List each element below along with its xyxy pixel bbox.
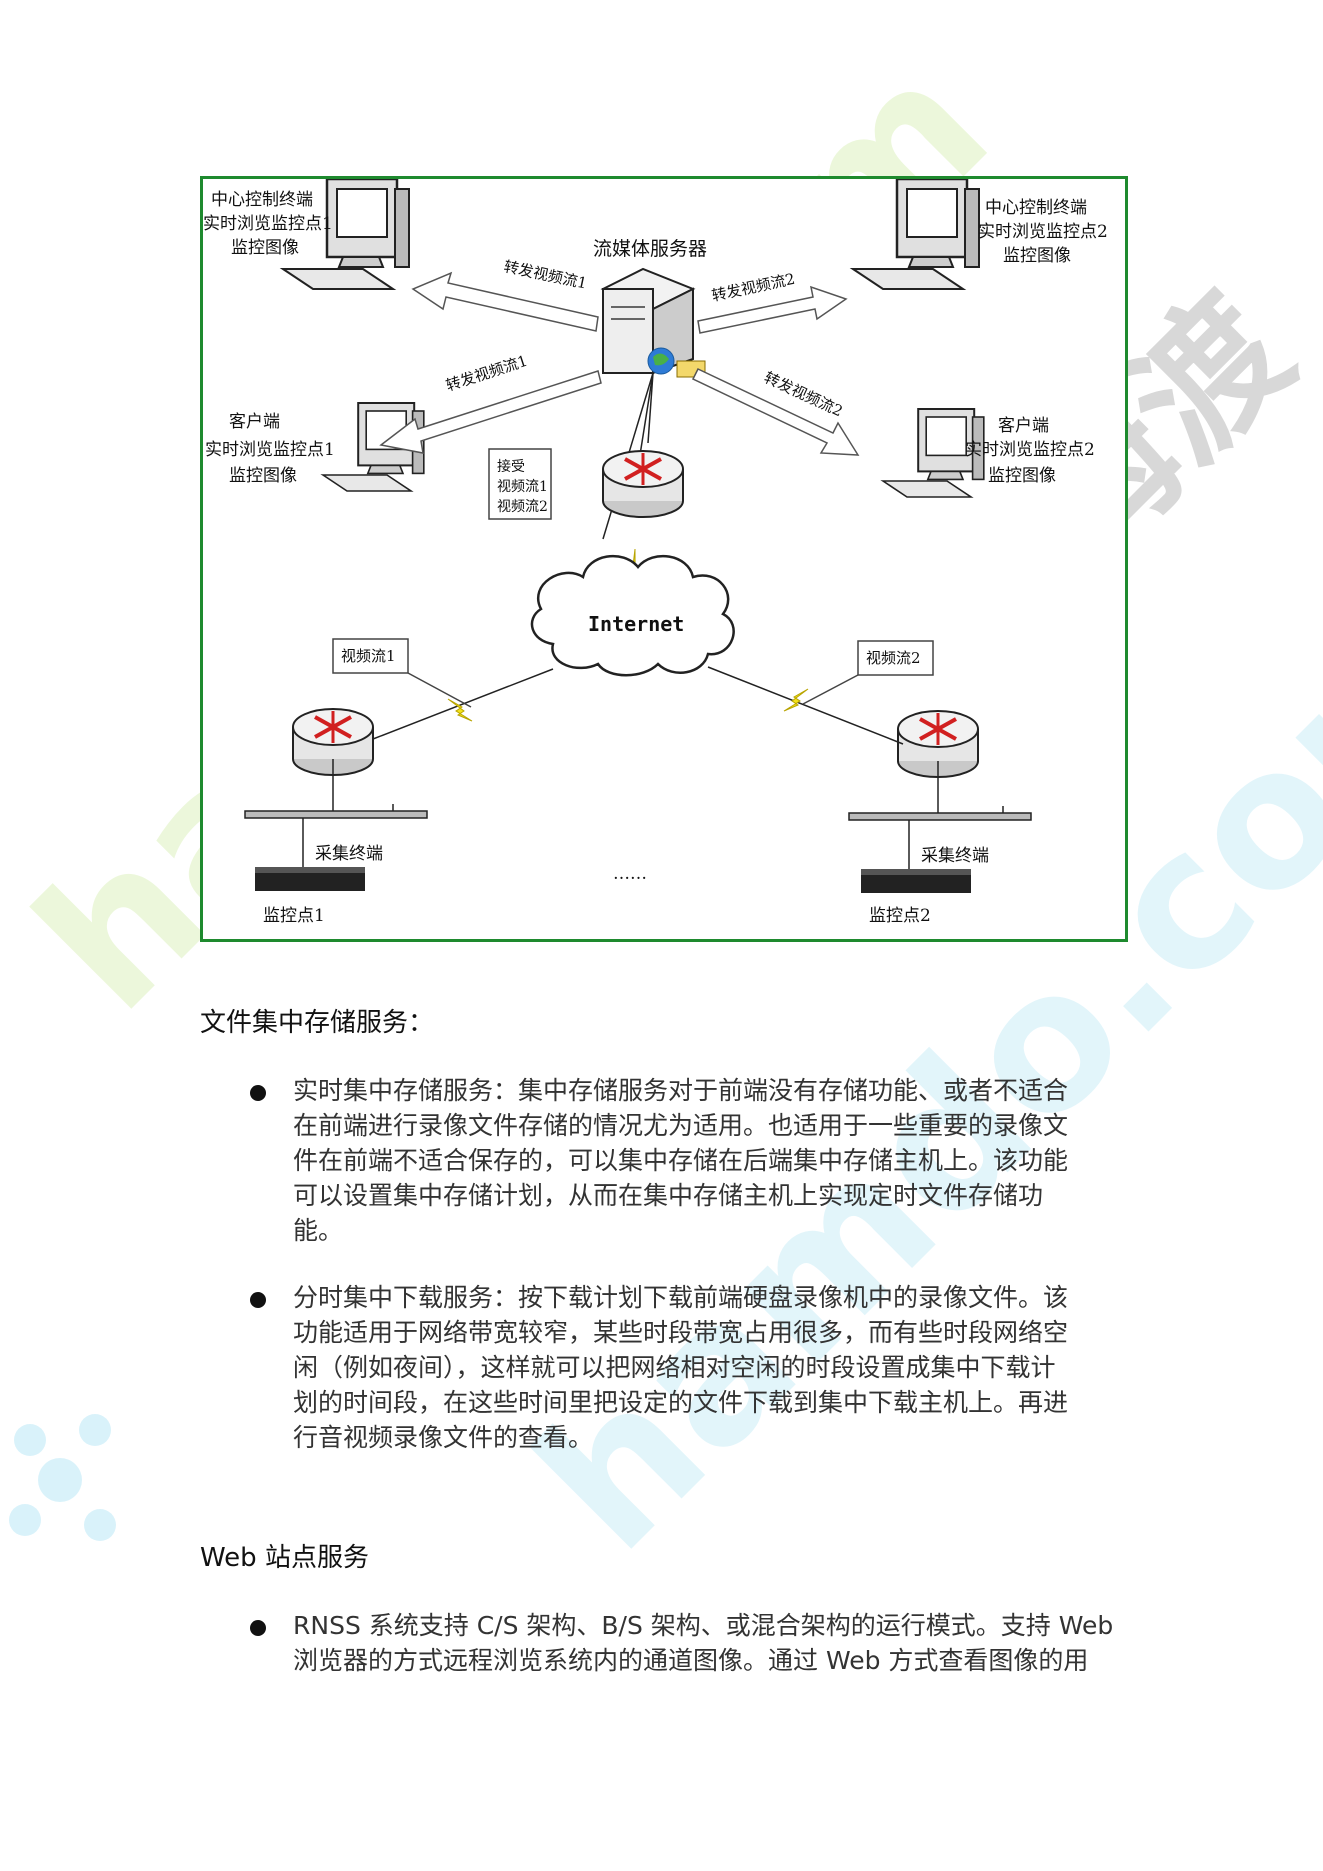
text-line: 行音视频录像文件的查看。 <box>293 1423 594 1452</box>
streaming-server-icon <box>600 267 706 378</box>
receive-box <box>488 448 552 520</box>
ellipsis: …… <box>613 864 647 884</box>
center-terminal-1-line-2: 实时浏览监控点1 <box>203 214 333 234</box>
capture-terminal-2-icon <box>861 869 971 893</box>
receive-box-line-3: 视频流2 <box>497 499 548 515</box>
forward-stream-1-lower-label: 转发视频流1 <box>444 352 530 395</box>
arrow-forward-stream-2-upper <box>697 285 848 334</box>
forward-stream-2-upper-label: 转发视频流2 <box>710 270 796 305</box>
stream-1-callout <box>332 638 409 674</box>
text-line: 能。 <box>293 1216 344 1245</box>
arrow-forward-stream-1-upper <box>411 271 599 332</box>
center-terminal-2-line-2: 实时浏览监控点2 <box>978 222 1108 242</box>
stream-1-label: 视频流1 <box>341 647 396 665</box>
site-1-label: 监控点1 <box>263 906 325 926</box>
client-2-line-1: 客户端 <box>998 416 1049 436</box>
capture-terminal-1-icon <box>255 867 365 891</box>
client-1-line-2: 实时浏览监控点1 <box>205 440 335 460</box>
center-terminal-2-computer-icon <box>851 179 981 291</box>
text-line: 分时集中下载服务：按下载计划下载前端硬盘录像机中的录像文件。该 <box>293 1283 1069 1312</box>
site-2-label: 监控点2 <box>869 906 931 926</box>
site-1-network-bus <box>244 810 428 819</box>
stream-2-label: 视频流2 <box>866 649 921 667</box>
capture-terminal-2-label: 采集终端 <box>921 846 989 866</box>
text-line: 浏览器的方式远程浏览系统内的通道图像。通过 Web 方式查看图像的用 <box>293 1646 1089 1675</box>
bullet-icon <box>250 1292 266 1308</box>
network-diagram: 接受 视频流1 视频流2 Internet 视频流1 视频流2 <box>200 176 1128 942</box>
bullet-scheduled-download: 分时集中下载服务：按下载计划下载前端硬盘录像机中的录像文件。该 功能适用于网络带… <box>293 1280 1123 1455</box>
internet-label: Internet <box>588 612 684 636</box>
stream-2-callout <box>857 640 934 676</box>
text-line: 划的时间段，在这些时间里把设定的文件下载到集中下载主机上。再进 <box>293 1388 1069 1417</box>
text-line: 可以设置集中存储计划，从而在集中存储主机上实现定时文件存储功 <box>293 1181 1044 1210</box>
receive-box-line-1: 接受 <box>497 458 525 475</box>
section-heading-web-service: Web 站点服务 <box>200 1543 369 1573</box>
bullet-icon <box>250 1085 266 1101</box>
center-terminal-2-line-3: 监控图像 <box>1003 246 1071 266</box>
bullet-icon <box>250 1620 266 1636</box>
center-terminal-2-line-1: 中心控制终端 <box>985 198 1087 218</box>
client-1-line-3: 监控图像 <box>229 466 297 486</box>
forward-stream-1-upper-label: 转发视频流1 <box>502 257 588 292</box>
bullet-realtime-storage: 实时集中存储服务：集中存储服务对于前端没有存储功能、或者不适合 在前端进行录像文… <box>293 1073 1123 1248</box>
bullet-rnss-architecture: RNSS 系统支持 C/S 架构、B/S 架构、或混合架构的运行模式。支持 We… <box>293 1608 1123 1678</box>
site-2-network-bus <box>848 812 1032 821</box>
text-line: RNSS 系统支持 C/S 架构、B/S 架构、或混合架构的运行模式。支持 We… <box>293 1611 1114 1640</box>
center-terminal-1-line-1: 中心控制终端 <box>211 190 313 210</box>
lightning-bolt-icon <box>783 688 809 712</box>
center-terminal-1-line-3: 监控图像 <box>231 238 299 258</box>
text-line: 实时集中存储服务：集中存储服务对于前端没有存储功能、或者不适合 <box>293 1076 1069 1105</box>
client-2-line-3: 监控图像 <box>988 466 1056 486</box>
text-line: 件在前端不适合保存的，可以集中存储在后端集中存储主机上。该功能 <box>293 1146 1069 1175</box>
text-line: 在前端进行录像文件存储的情况尤为适用。也适用于一些重要的录像文 <box>293 1111 1069 1140</box>
capture-terminal-1-label: 采集终端 <box>315 844 383 864</box>
client-1-line-1: 客户端 <box>229 412 280 432</box>
section-heading-file-storage: 文件集中存储服务： <box>200 1008 435 1038</box>
text-line: 功能适用于网络带宽较窄，某些时段带宽占用很多，而有些时段网络空 <box>293 1318 1069 1347</box>
internet-cloud-icon <box>530 554 735 677</box>
text-line: 闲（例如夜间），这样就可以把网络相对空闲的时段设置成集中下载计 <box>293 1353 1056 1382</box>
receive-box-line-2: 视频流1 <box>497 479 548 495</box>
arrow-forward-stream-1-lower <box>379 370 602 454</box>
server-label: 流媒体服务器 <box>593 238 707 260</box>
central-router-icon <box>601 449 685 519</box>
arrow-forward-stream-2-lower <box>691 368 860 456</box>
client-2-line-2: 实时浏览监控点2 <box>965 440 1095 460</box>
